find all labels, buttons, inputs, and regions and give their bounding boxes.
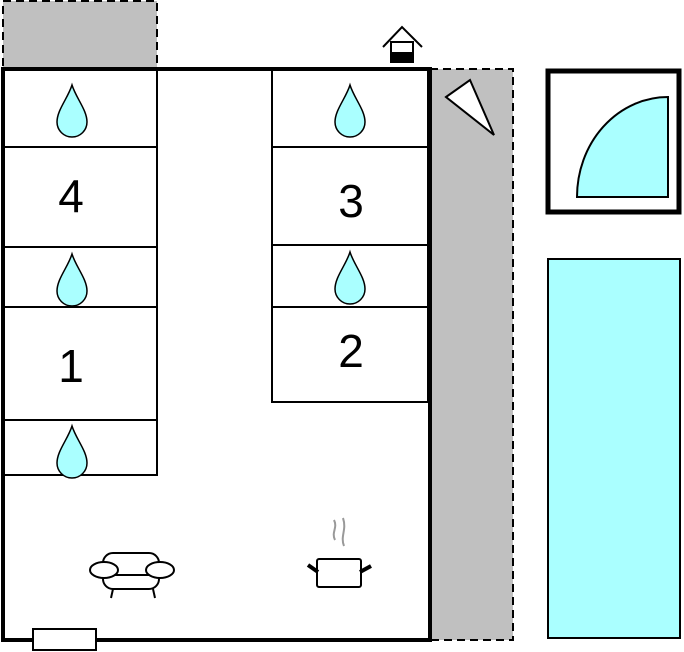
room-label: 4 (58, 170, 84, 222)
parasol-icon (444, 78, 495, 136)
house-outline (1, 67, 432, 642)
cooking-pot-icon (306, 517, 372, 588)
room-label: 3 (338, 175, 364, 227)
swimming-pool (547, 258, 681, 639)
window-icon (32, 628, 97, 651)
room-label: 1 (58, 340, 84, 392)
outdoor-area-top (2, 0, 158, 69)
right-room-column (271, 69, 429, 403)
sofa-icon (89, 552, 175, 599)
terrace (429, 68, 514, 641)
shower-icon (575, 95, 669, 198)
house-entrance-icon (382, 25, 423, 63)
room-label: 2 (338, 325, 364, 377)
